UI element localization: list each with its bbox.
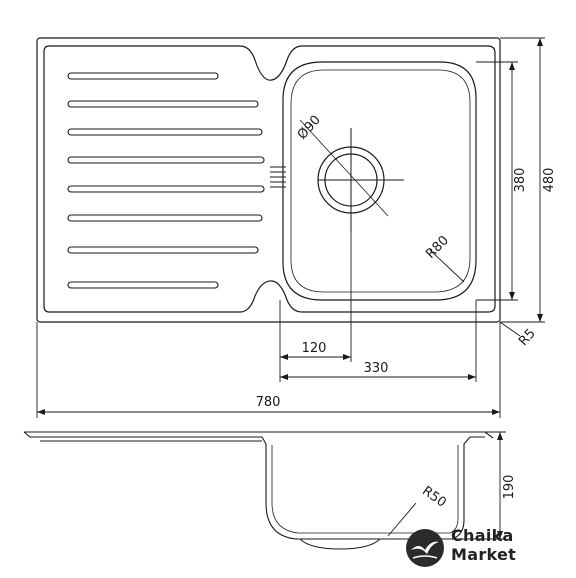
sink-side-section — [23, 431, 506, 550]
drainboard-rib — [67, 185, 265, 193]
drainboard-ribs — [67, 72, 265, 289]
bowl-outline — [282, 61, 477, 301]
dim-bowl-bottom-radius: R50 — [419, 484, 449, 511]
sink-outer-rim — [36, 37, 501, 323]
dim-bowl-corner-radius: R80 — [423, 233, 452, 262]
seagull-icon — [406, 529, 444, 567]
drainboard-rib — [67, 246, 259, 254]
dim-outer-corner-radius: R5 — [516, 326, 539, 349]
dim-overall-depth: 480 — [542, 168, 557, 193]
dim-overall-width: 780 — [256, 395, 281, 410]
overflow-slots — [270, 166, 286, 188]
dim-drain-offset: 120 — [302, 341, 327, 356]
dim-bowl-offset: 330 — [364, 361, 389, 376]
drainboard-rib — [67, 72, 219, 80]
drainboard-rib — [67, 156, 265, 164]
chaika-market-logo: Chaika Market — [405, 524, 570, 572]
dim-bowl-depth: 380 — [513, 168, 528, 193]
dim-bowl-height: 190 — [502, 475, 517, 500]
logo-text-line1: Chaika — [451, 526, 514, 545]
dim-drain-diameter: Ø90 — [295, 113, 324, 143]
sink-deck-contour — [43, 45, 496, 313]
bowl-inner-outline — [290, 69, 471, 293]
logo-text-line2: Market — [451, 545, 517, 564]
drainboard-rib — [67, 214, 263, 222]
drainboard-rib — [67, 281, 219, 289]
drainboard-rib — [67, 100, 259, 108]
drainboard-rib — [67, 128, 263, 136]
